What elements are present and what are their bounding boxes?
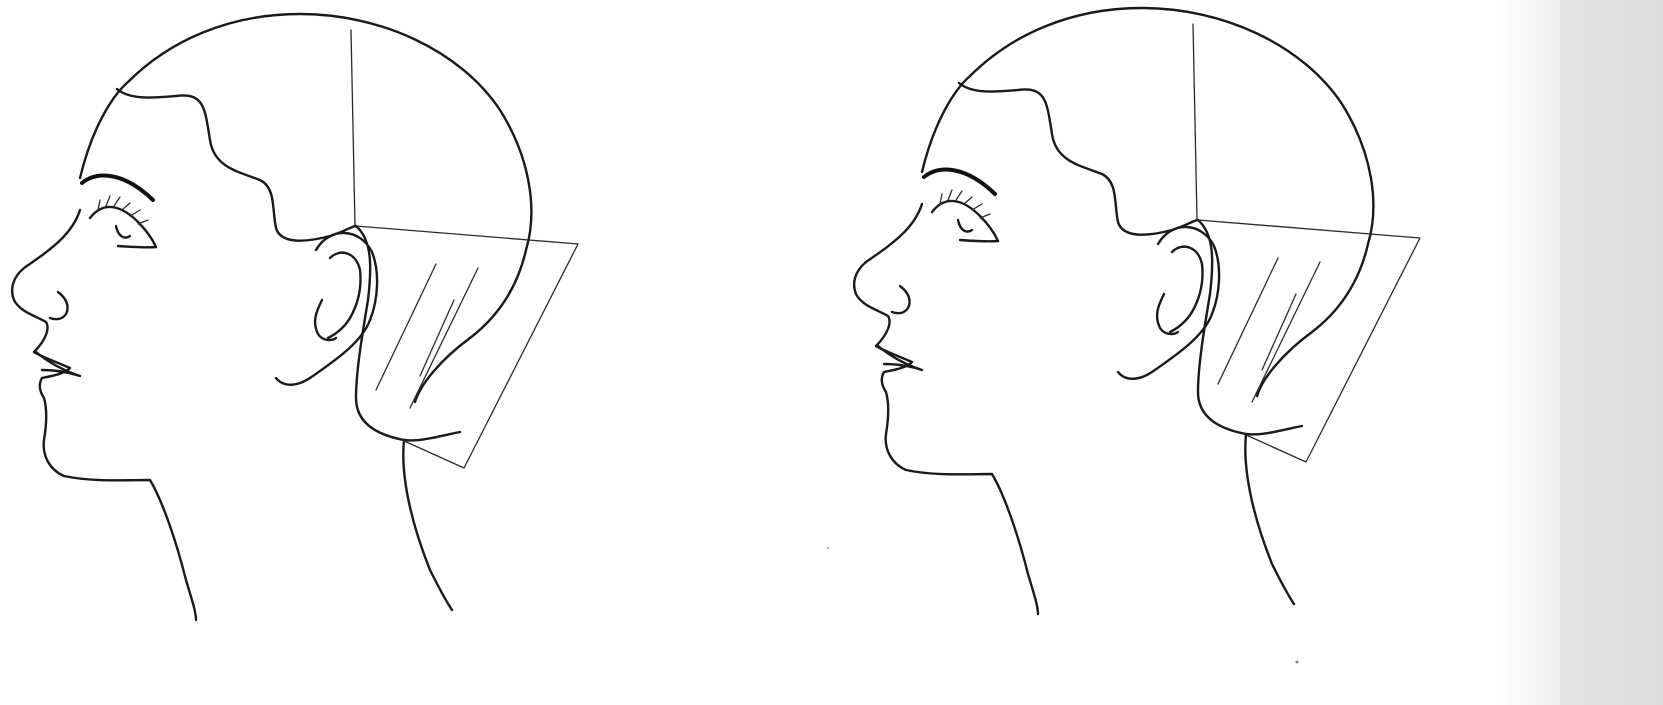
page-edge-band — [1560, 0, 1663, 705]
scan-speck — [1296, 661, 1299, 664]
head-profile-left — [12, 14, 578, 620]
scan-speck — [827, 547, 829, 549]
head-profile-right — [854, 8, 1420, 614]
